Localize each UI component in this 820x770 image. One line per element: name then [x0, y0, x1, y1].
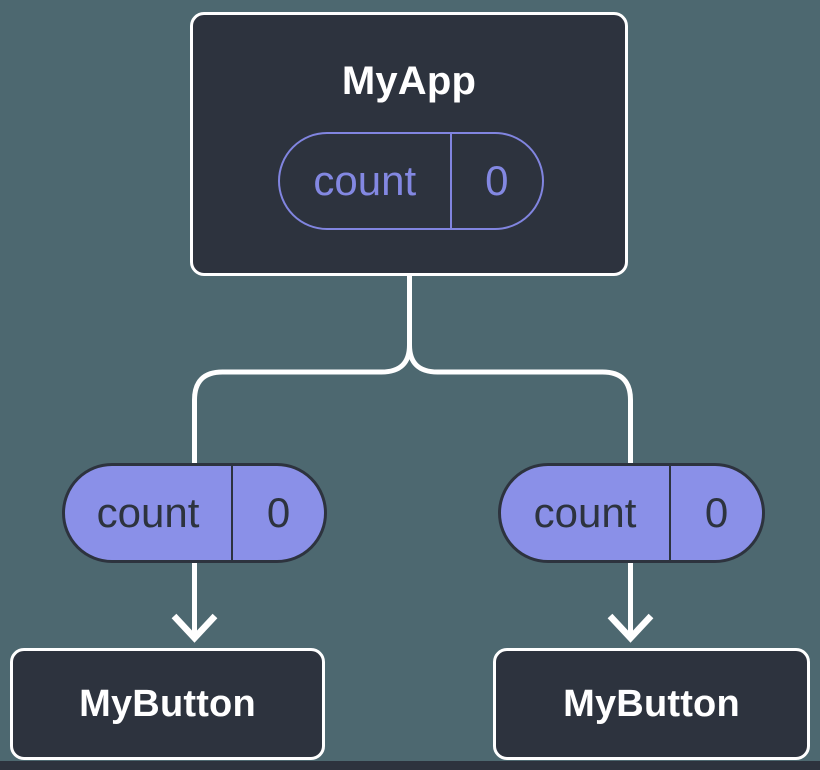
prop-value-label: 0: [266, 489, 291, 536]
prop-name-label: count: [501, 466, 671, 560]
prop-name-label: count: [65, 466, 233, 560]
node-myapp-title: MyApp: [341, 59, 477, 103]
node-mybutton-right: MyButton: [493, 648, 810, 760]
prop-pill-left: count 0: [62, 463, 327, 563]
right-branch-line: [407, 344, 633, 635]
node-mybutton-title: MyButton: [563, 683, 740, 725]
left-branch-line: [192, 344, 412, 635]
node-myapp: MyApp count 0: [190, 12, 628, 276]
right-arrowhead-icon: [607, 613, 654, 643]
prop-pill-right: count 0: [498, 463, 765, 563]
node-mybutton-left: MyButton: [10, 648, 325, 760]
prop-value-label: 0: [704, 489, 729, 536]
prop-pill-root: count 0: [277, 131, 544, 230]
left-arrowhead-icon: [171, 613, 218, 643]
prop-name-label: count: [280, 133, 452, 228]
bottom-dark-strip: [0, 761, 820, 770]
node-mybutton-title: MyButton: [79, 683, 256, 725]
prop-value-label: 0: [485, 156, 509, 204]
